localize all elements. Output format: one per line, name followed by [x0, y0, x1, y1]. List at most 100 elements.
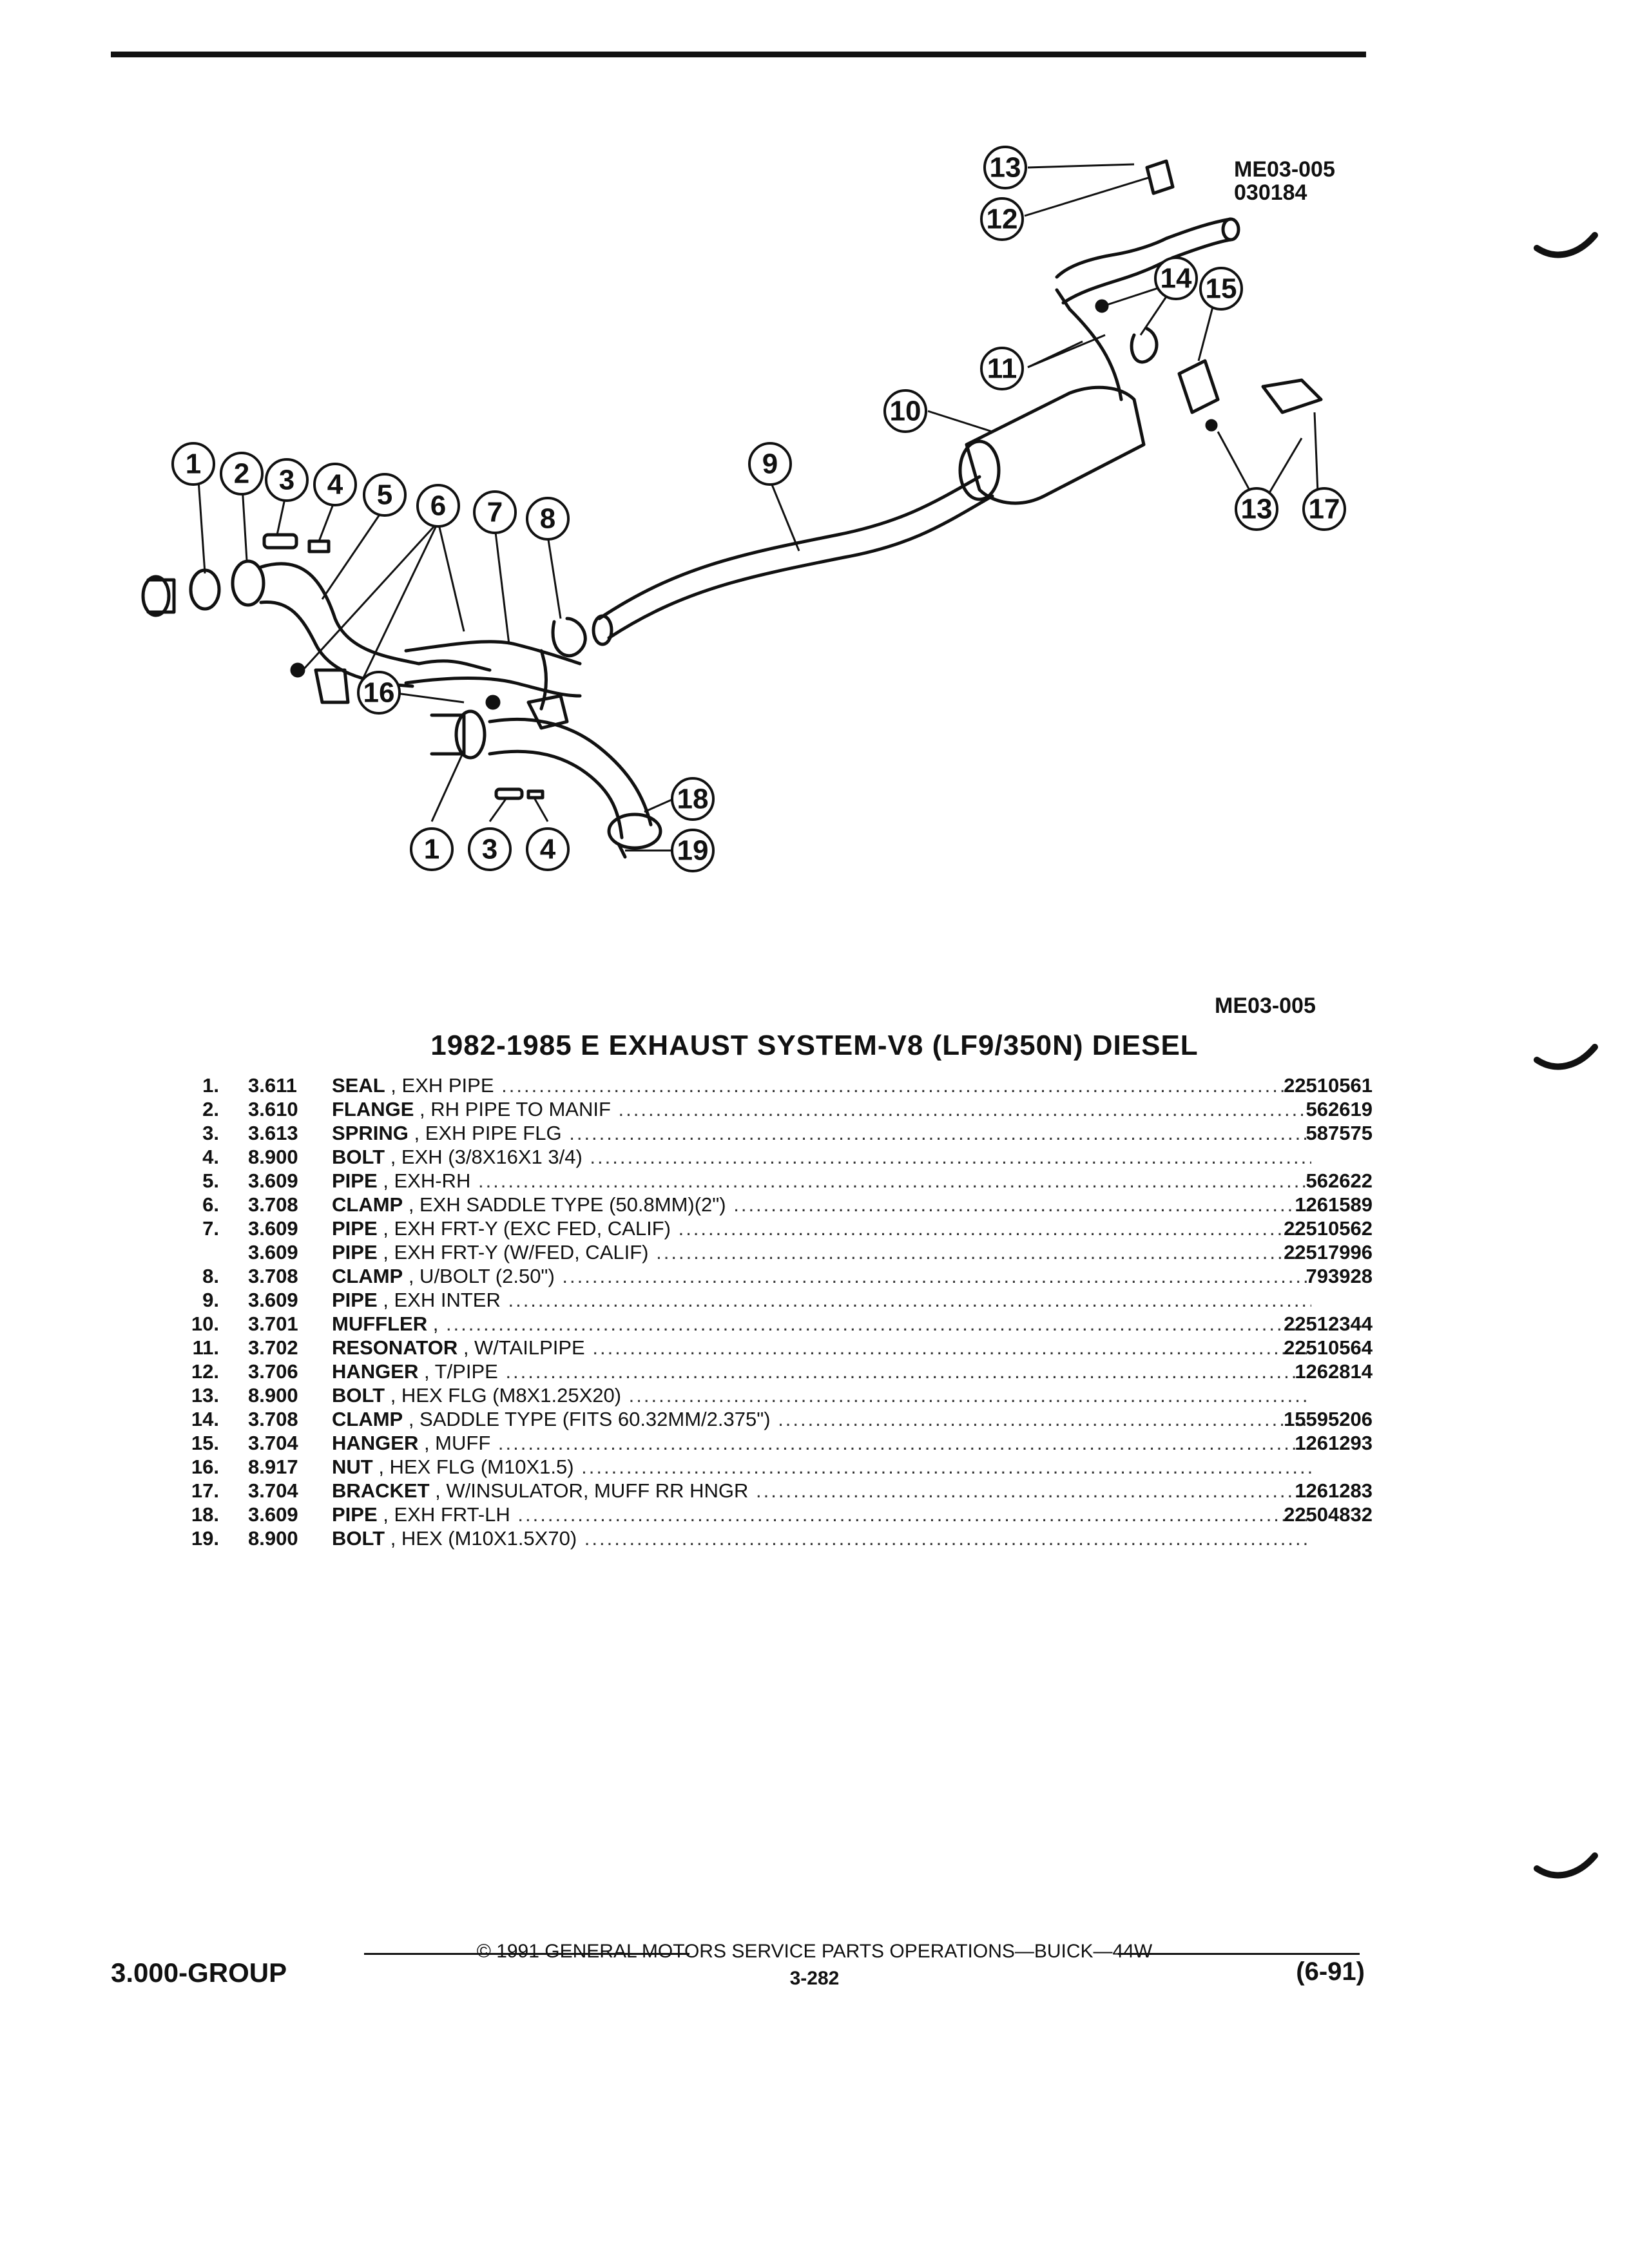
- callout-3-bottom: 3: [468, 827, 512, 871]
- muffler-inlet: [958, 439, 1001, 501]
- leader-dots: ........................................…: [584, 1527, 1311, 1550]
- svg-text:3: 3: [279, 465, 294, 496]
- svg-text:5: 5: [377, 479, 392, 511]
- part-description: SPRING , EXH PIPE FLG ..................…: [332, 1121, 1311, 1145]
- part-detail: , U/BOLT (2.50"): [403, 1265, 555, 1287]
- part-item-number: 10.: [191, 1312, 219, 1335]
- callout-15: 15: [1199, 267, 1243, 311]
- leader-dots: ........................................…: [497, 1432, 1311, 1454]
- flange-rh-body: [146, 578, 176, 614]
- pipe-rh-top: [259, 562, 421, 666]
- pipe-lh-bottom: [488, 749, 624, 840]
- page-title: 1982-1985 E EXHAUST SYSTEM-V8 (LF9/350N)…: [430, 1030, 1199, 1061]
- part-detail: , HEX (M10X1.5X70): [385, 1527, 577, 1550]
- part-detail: , EXH PIPE: [385, 1074, 494, 1097]
- part-name: MUFFLER: [332, 1312, 428, 1335]
- pipe-lh-end: [607, 812, 662, 850]
- part-detail: , EXH PIPE FLG: [408, 1122, 562, 1144]
- part-item-number: 7.: [202, 1217, 219, 1240]
- svg-text:4: 4: [540, 834, 556, 865]
- part-name: HANGER: [332, 1432, 419, 1454]
- bolt-rh: [307, 539, 331, 553]
- part-description: BRACKET , W/INSULATOR, MUFF RR HNGR ....…: [332, 1479, 1311, 1503]
- tailpipe-tip: [1221, 217, 1240, 242]
- inter-pipe-top: [597, 475, 981, 620]
- part-description: PIPE , EXH INTER .......................…: [332, 1288, 1311, 1312]
- part-name: SPRING: [332, 1122, 409, 1144]
- part-name: SEAL: [332, 1074, 385, 1097]
- part-group-number: 8.900: [248, 1146, 298, 1168]
- part-group-number: 3.704: [248, 1432, 298, 1454]
- footer-rule-left: [364, 1953, 689, 1955]
- diagram-parts: [141, 159, 1323, 859]
- leader-dots: ........................................…: [590, 1146, 1311, 1168]
- callout-14: 14: [1154, 256, 1198, 300]
- part-description: NUT , HEX FLG (M10X1.5) ................…: [332, 1455, 1311, 1479]
- drawing-code-bottom: ME03-005: [1215, 994, 1316, 1018]
- part-number: 1261283: [1295, 1479, 1373, 1502]
- svg-text:1: 1: [186, 448, 201, 480]
- drawing-code-top-id: ME03-005: [1234, 157, 1335, 182]
- part-name: PIPE: [332, 1503, 378, 1526]
- svg-text:12: 12: [987, 204, 1018, 235]
- footer-copyright: © 1991 GENERAL MOTORS SERVICE PARTS OPER…: [476, 1941, 1153, 1962]
- leader-dots: ........................................…: [756, 1479, 1311, 1502]
- svg-text:18: 18: [677, 783, 709, 815]
- u-bolt-clamp: [551, 617, 587, 658]
- leader-dots: ........................................…: [445, 1312, 1311, 1335]
- part-name: BOLT: [332, 1384, 385, 1407]
- part-number: 22510564: [1284, 1336, 1373, 1359]
- part-name: BOLT: [332, 1146, 385, 1168]
- clamp-14: [1130, 327, 1159, 364]
- part-item-number: 4.: [202, 1146, 219, 1168]
- inter-pipe-bottom: [607, 494, 994, 640]
- footer-group: 3.000-GROUP: [111, 1957, 287, 1988]
- leader-dots: ........................................…: [678, 1217, 1311, 1240]
- part-number: 22504832: [1284, 1503, 1373, 1526]
- hanger-tpipe: [1145, 159, 1175, 195]
- spring-lh: [494, 787, 524, 800]
- part-group-number: 8.900: [248, 1527, 298, 1550]
- y-pipe-top: [404, 640, 582, 666]
- svg-text:17: 17: [1309, 494, 1340, 525]
- svg-text:1: 1: [424, 834, 439, 865]
- part-name: BRACKET: [332, 1479, 430, 1502]
- part-group-number: 3.708: [248, 1265, 298, 1287]
- part-item-number: 17.: [191, 1479, 219, 1502]
- svg-text:16: 16: [363, 677, 395, 709]
- callout-4-top: 4: [313, 463, 357, 506]
- part-item-number: 5.: [202, 1169, 219, 1192]
- callout-9: 9: [748, 442, 792, 486]
- part-description: PIPE , EXH-RH ..........................…: [332, 1169, 1311, 1193]
- part-description: HANGER , T/PIPE ........................…: [332, 1360, 1311, 1383]
- leader-dots: ........................................…: [581, 1456, 1311, 1478]
- seal-ring-rh: [189, 568, 221, 611]
- part-description: BOLT , HEX (M10X1.5X70) ................…: [332, 1526, 1311, 1550]
- part-detail: , EXH INTER: [377, 1289, 501, 1311]
- part-name: NUT: [332, 1456, 373, 1478]
- part-name: CLAMP: [332, 1265, 403, 1287]
- part-group-number: 3.609: [248, 1289, 298, 1311]
- part-description: SEAL , EXH PIPE ........................…: [332, 1073, 1311, 1097]
- part-description: BOLT , HEX FLG (M8X1.25X20) ............…: [332, 1383, 1311, 1407]
- part-detail: , SADDLE TYPE (FITS 60.32MM/2.375"): [403, 1408, 771, 1430]
- binder-mark-1: [1534, 232, 1598, 258]
- part-group-number: 3.609: [248, 1241, 298, 1264]
- part-item-number: 15.: [191, 1432, 219, 1454]
- callout-6: 6: [416, 484, 460, 528]
- leader-dots: ........................................…: [477, 1169, 1311, 1192]
- svg-text:14: 14: [1161, 263, 1192, 294]
- hanger-muff: [1177, 359, 1220, 414]
- svg-text:4: 4: [327, 469, 343, 501]
- callout-5: 5: [363, 473, 407, 517]
- leader-dots: ........................................…: [501, 1074, 1311, 1097]
